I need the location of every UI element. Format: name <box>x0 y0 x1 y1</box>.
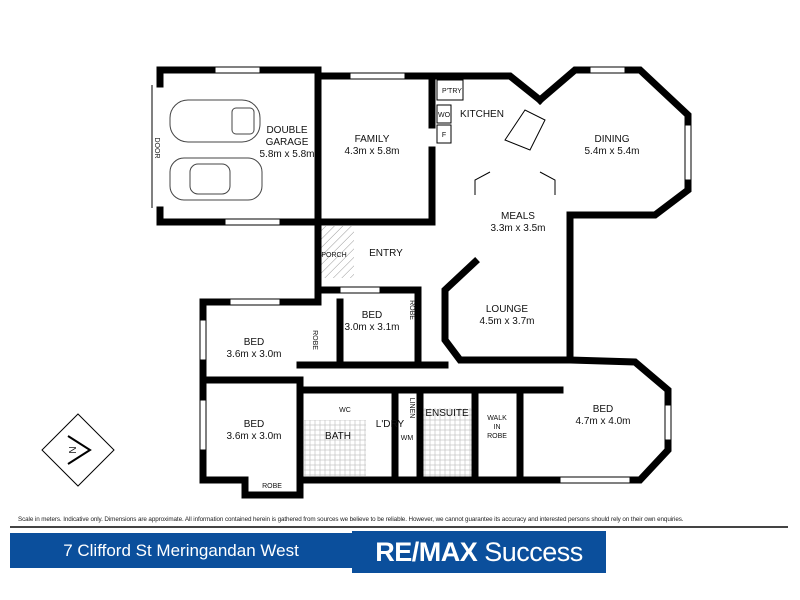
bed3-name: BED <box>244 337 265 348</box>
compass: N <box>41 413 115 487</box>
family-dims: 4.3m x 5.8m <box>344 146 399 157</box>
divider <box>10 526 788 528</box>
wm-label: WM <box>401 435 414 442</box>
dining-name: DINING <box>595 134 630 145</box>
ensuite-tiles <box>420 408 472 478</box>
bed2-dims: 3.0m x 3.1m <box>344 322 399 333</box>
master-name: BED <box>593 404 614 415</box>
meals-name: MEALS <box>501 211 535 222</box>
property-address: 7 Clifford St Meringandan West <box>10 533 352 568</box>
disclaimer: Scale in meters. Indicative only. Dimens… <box>18 516 684 523</box>
garage-name: DOUBLE <box>266 125 307 136</box>
bed4-dims: 3.6m x 3.0m <box>226 431 281 442</box>
fridge-label: F <box>442 132 446 139</box>
porch-name: PORCH <box>321 252 346 259</box>
kitchen-name: KITCHEN <box>460 109 504 120</box>
garage-dims: 5.8m x 5.8m <box>259 149 314 160</box>
lounge-dims: 4.5m x 3.7m <box>479 316 534 327</box>
ensuite-name: ENSUITE <box>425 408 469 419</box>
laundry-name: L'DRY <box>376 419 405 430</box>
brand-bold: RE/MAX <box>375 537 478 567</box>
wir-label-2: IN <box>494 424 501 431</box>
car-icon <box>169 99 261 143</box>
brand-light: Success <box>484 537 583 567</box>
bed4-name: BED <box>244 419 265 430</box>
windows <box>151 66 692 484</box>
north-label: N <box>68 446 79 453</box>
bed3-dims: 3.6m x 3.0m <box>226 349 281 360</box>
porch-area <box>316 226 354 278</box>
brand-logo: RE/MAX Success <box>352 531 606 573</box>
family-name: FAMILY <box>355 134 390 145</box>
lounge-name: LOUNGE <box>486 304 529 315</box>
wo-label: WO <box>438 112 451 119</box>
linen-label: LINEN <box>408 398 415 419</box>
floor-plan: N DOUBLE GARAGE 5.8m x 5.8m DOOR FAMILY … <box>41 66 692 499</box>
wir-label-3: ROBE <box>487 433 507 440</box>
dining-dims: 5.4m x 5.4m <box>584 146 639 157</box>
bath-tiles <box>304 420 366 476</box>
bed3-robe: ROBE <box>311 330 318 350</box>
bed4-robe: ROBE <box>262 483 282 490</box>
bath-name: BATH <box>325 431 351 442</box>
bed2-robe: ROBE <box>408 300 415 320</box>
garage-name-2: GARAGE <box>266 137 309 148</box>
wc-label: WC <box>339 407 351 414</box>
bed2-name: BED <box>362 310 383 321</box>
garage-door-label: DOOR <box>153 138 160 159</box>
wir-label-1: WALK <box>487 415 507 422</box>
entry-name: ENTRY <box>369 248 403 259</box>
kitchen-bench <box>504 109 546 151</box>
car-icon <box>169 157 263 201</box>
master-dims: 4.7m x 4.0m <box>575 416 630 427</box>
pantry-name: P'TRY <box>442 88 462 95</box>
meals-dims: 3.3m x 3.5m <box>490 223 545 234</box>
